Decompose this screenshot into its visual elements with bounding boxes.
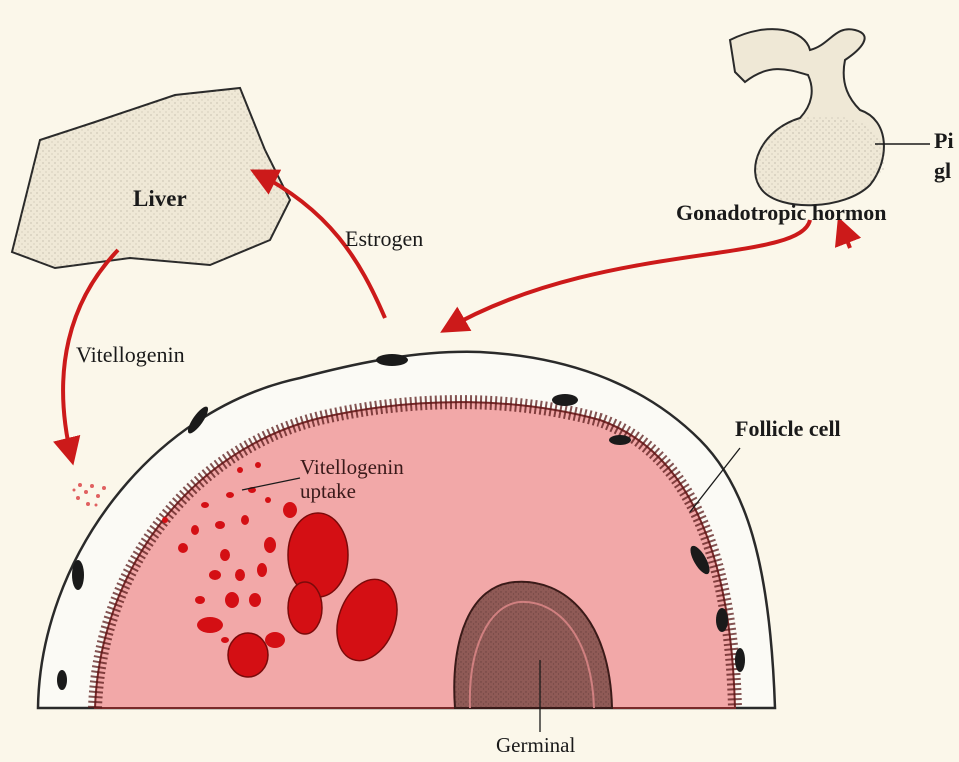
vitellogenin-uptake-label-line1: Vitellogenin [300,455,404,480]
liver-organ [12,88,290,268]
follicle-nucleus [552,394,578,406]
liver-label: Liver [133,186,187,212]
follicle-nucleus [735,648,745,672]
follicle [38,352,775,732]
follicle-nucleus [716,608,728,632]
estrogen-label: Estrogen [345,226,423,252]
follicle-nucleus [57,670,67,690]
pituitary-gland [730,29,930,205]
follicle-cell-label: Follicle cell [735,416,841,442]
follicle-nucleus [72,560,84,590]
follicle-nucleus [376,354,408,366]
pituitary-label-line2: gl [934,158,951,184]
vitellogenin-label: Vitellogenin [76,342,185,368]
pituitary-label-line1: Pi [934,128,954,154]
vitellogenin-uptake-label-line2: uptake [300,479,356,504]
germinal-label: Germinal [496,733,575,758]
follicle-nucleus [609,435,631,445]
vitellogenin-speckle [73,483,107,507]
gonadotropic-label: Gonadotropic hormon [676,200,886,226]
gonadotropic-arrow [445,220,810,330]
